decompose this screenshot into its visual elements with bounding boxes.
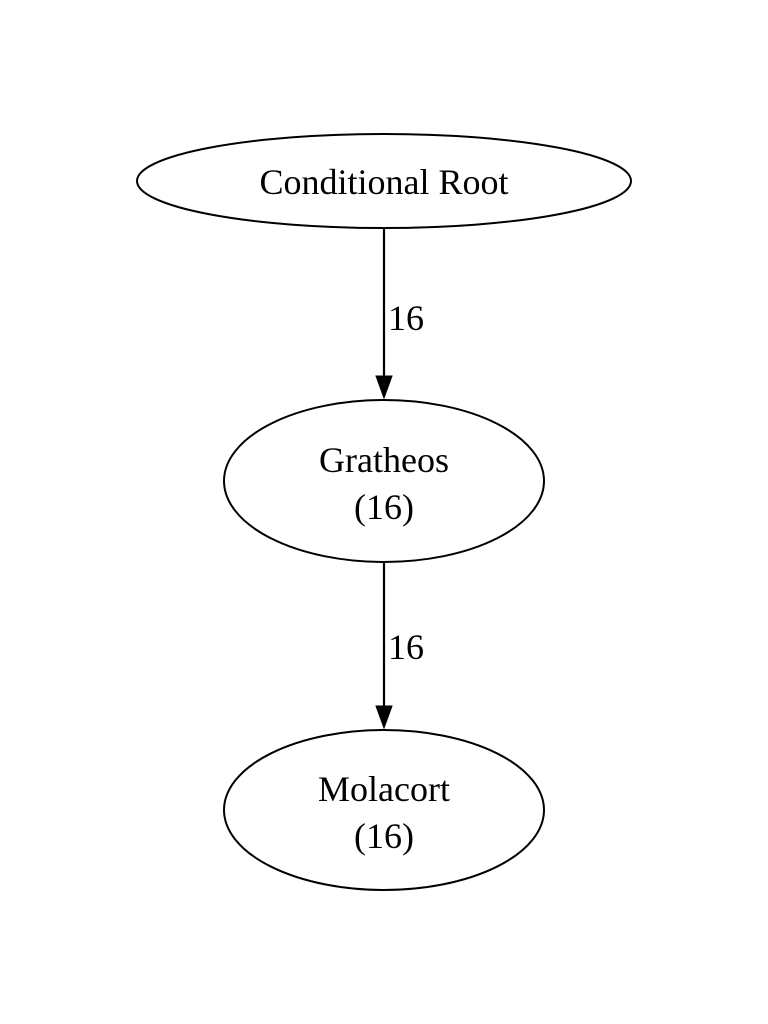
arrowhead-icon [375, 375, 393, 400]
edge-root-gratheos[interactable]: 16 [375, 229, 424, 400]
edge-label-gratheos-molacort: 16 [388, 627, 424, 667]
node-label-root-line-1: Conditional Root [259, 162, 508, 202]
node-shape-ellipse [223, 399, 545, 563]
node-label-gratheos-line-1: Gratheos [319, 440, 449, 480]
arrowhead-icon [375, 705, 393, 730]
edge-gratheos-molacort[interactable]: 16 [375, 562, 424, 730]
node-molacort[interactable]: Molacort (16) [223, 729, 545, 891]
node-shape-ellipse [136, 133, 632, 229]
node-label-gratheos-line-2: (16) [354, 487, 414, 527]
node-shape-ellipse [223, 729, 545, 891]
node-label-molacort-line-1: Molacort [318, 769, 450, 809]
edge-label-root-gratheos: 16 [388, 298, 424, 338]
node-label-molacort-line-2: (16) [354, 816, 414, 856]
node-gratheos[interactable]: Gratheos (16) [223, 399, 545, 563]
node-root[interactable]: Conditional Root [136, 133, 632, 229]
